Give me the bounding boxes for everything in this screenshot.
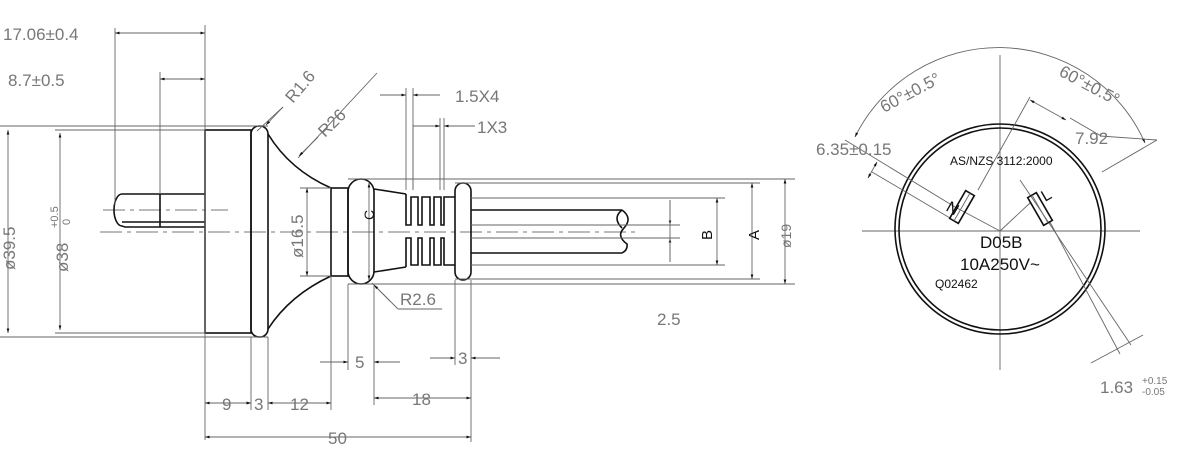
pin-thickness-tol-upper: +0.15 xyxy=(1142,376,1168,387)
plug-rim xyxy=(250,125,269,338)
dim-pin-partial: 8.7±0.5 xyxy=(8,71,65,90)
dim-dia-rim: ø39.5 xyxy=(0,227,19,270)
dim-b-label: B xyxy=(699,230,716,240)
dim-len-9: 9 xyxy=(222,395,231,414)
angle-right-label: 60°±0.5° xyxy=(1056,62,1123,110)
dim-r-ring: R2.6 xyxy=(400,290,436,309)
pin-length-label: 6.35±0.15 xyxy=(816,140,892,159)
face-inner-circle xyxy=(898,127,1102,331)
dimension-lines xyxy=(0,25,795,442)
dim-cord-note: 2.5 xyxy=(657,310,681,329)
dim-r-flare: R26 xyxy=(314,105,349,140)
face-view: N L AS/NZS 3112:2000 D05B 10A250V~ Q0246… xyxy=(816,47,1168,398)
rating-text: 10A250V~ xyxy=(960,255,1040,274)
angle-arc xyxy=(854,47,1146,144)
dim-635-arrow xyxy=(867,161,878,179)
dim-r-rim: R1.6 xyxy=(282,67,320,107)
dimension-arrows xyxy=(6,31,787,439)
plug-flare xyxy=(267,133,332,330)
face-dim-lines xyxy=(844,96,1158,364)
standard-text: AS/NZS 3112:2000 xyxy=(950,154,1053,168)
dim-792-arrow xyxy=(1029,99,1067,121)
dim-len-18: 18 xyxy=(412,390,431,409)
dim-len-5: 5 xyxy=(355,353,364,372)
dim-a-label: A xyxy=(746,230,763,240)
face-outer-circle xyxy=(894,123,1106,335)
dim-overall-pin: 17.06±0.4 xyxy=(3,25,79,44)
dim-dia-face-tol-upper: +0.5 xyxy=(49,206,61,228)
dim-dia-cord: ø19 xyxy=(778,224,794,248)
code-text: Q02462 xyxy=(935,277,978,291)
side-view: 17.06±0.4 8.7±0.5 ø39.5 ø38 +0.5 0 R1.6 … xyxy=(0,25,795,448)
dim-len-12: 12 xyxy=(290,395,309,414)
slot-live xyxy=(1026,191,1054,227)
model-text: D05B xyxy=(980,233,1023,252)
ring-c xyxy=(347,178,375,285)
dim-dia-face: ø38 xyxy=(53,243,72,272)
pin-thickness-tol-lower: -0.05 xyxy=(1142,387,1165,398)
pin-thickness-label: 1.63 xyxy=(1100,378,1133,397)
slot-neutral xyxy=(948,189,976,225)
dim-dia-face-tol-lower: 0 xyxy=(61,219,73,225)
ring-end xyxy=(454,182,472,281)
cord xyxy=(471,209,629,254)
strain-relief-fins xyxy=(405,194,455,267)
taper xyxy=(373,188,407,273)
dim-len-50: 50 xyxy=(328,429,347,448)
earth-pin xyxy=(113,193,205,228)
dim-c-label: C xyxy=(361,210,377,220)
dim-len-3b: 3 xyxy=(254,395,263,414)
pin-offset-label: 7.92 xyxy=(1075,129,1108,148)
dim-len-3: 3 xyxy=(458,349,467,368)
label-l: L xyxy=(1039,186,1055,205)
dim-fins-gap: 1X3 xyxy=(477,118,507,137)
dim-dia-neck: ø16.5 xyxy=(288,215,307,258)
plug-face xyxy=(204,129,252,334)
dim-fins-wide: 1.5X4 xyxy=(455,87,499,106)
